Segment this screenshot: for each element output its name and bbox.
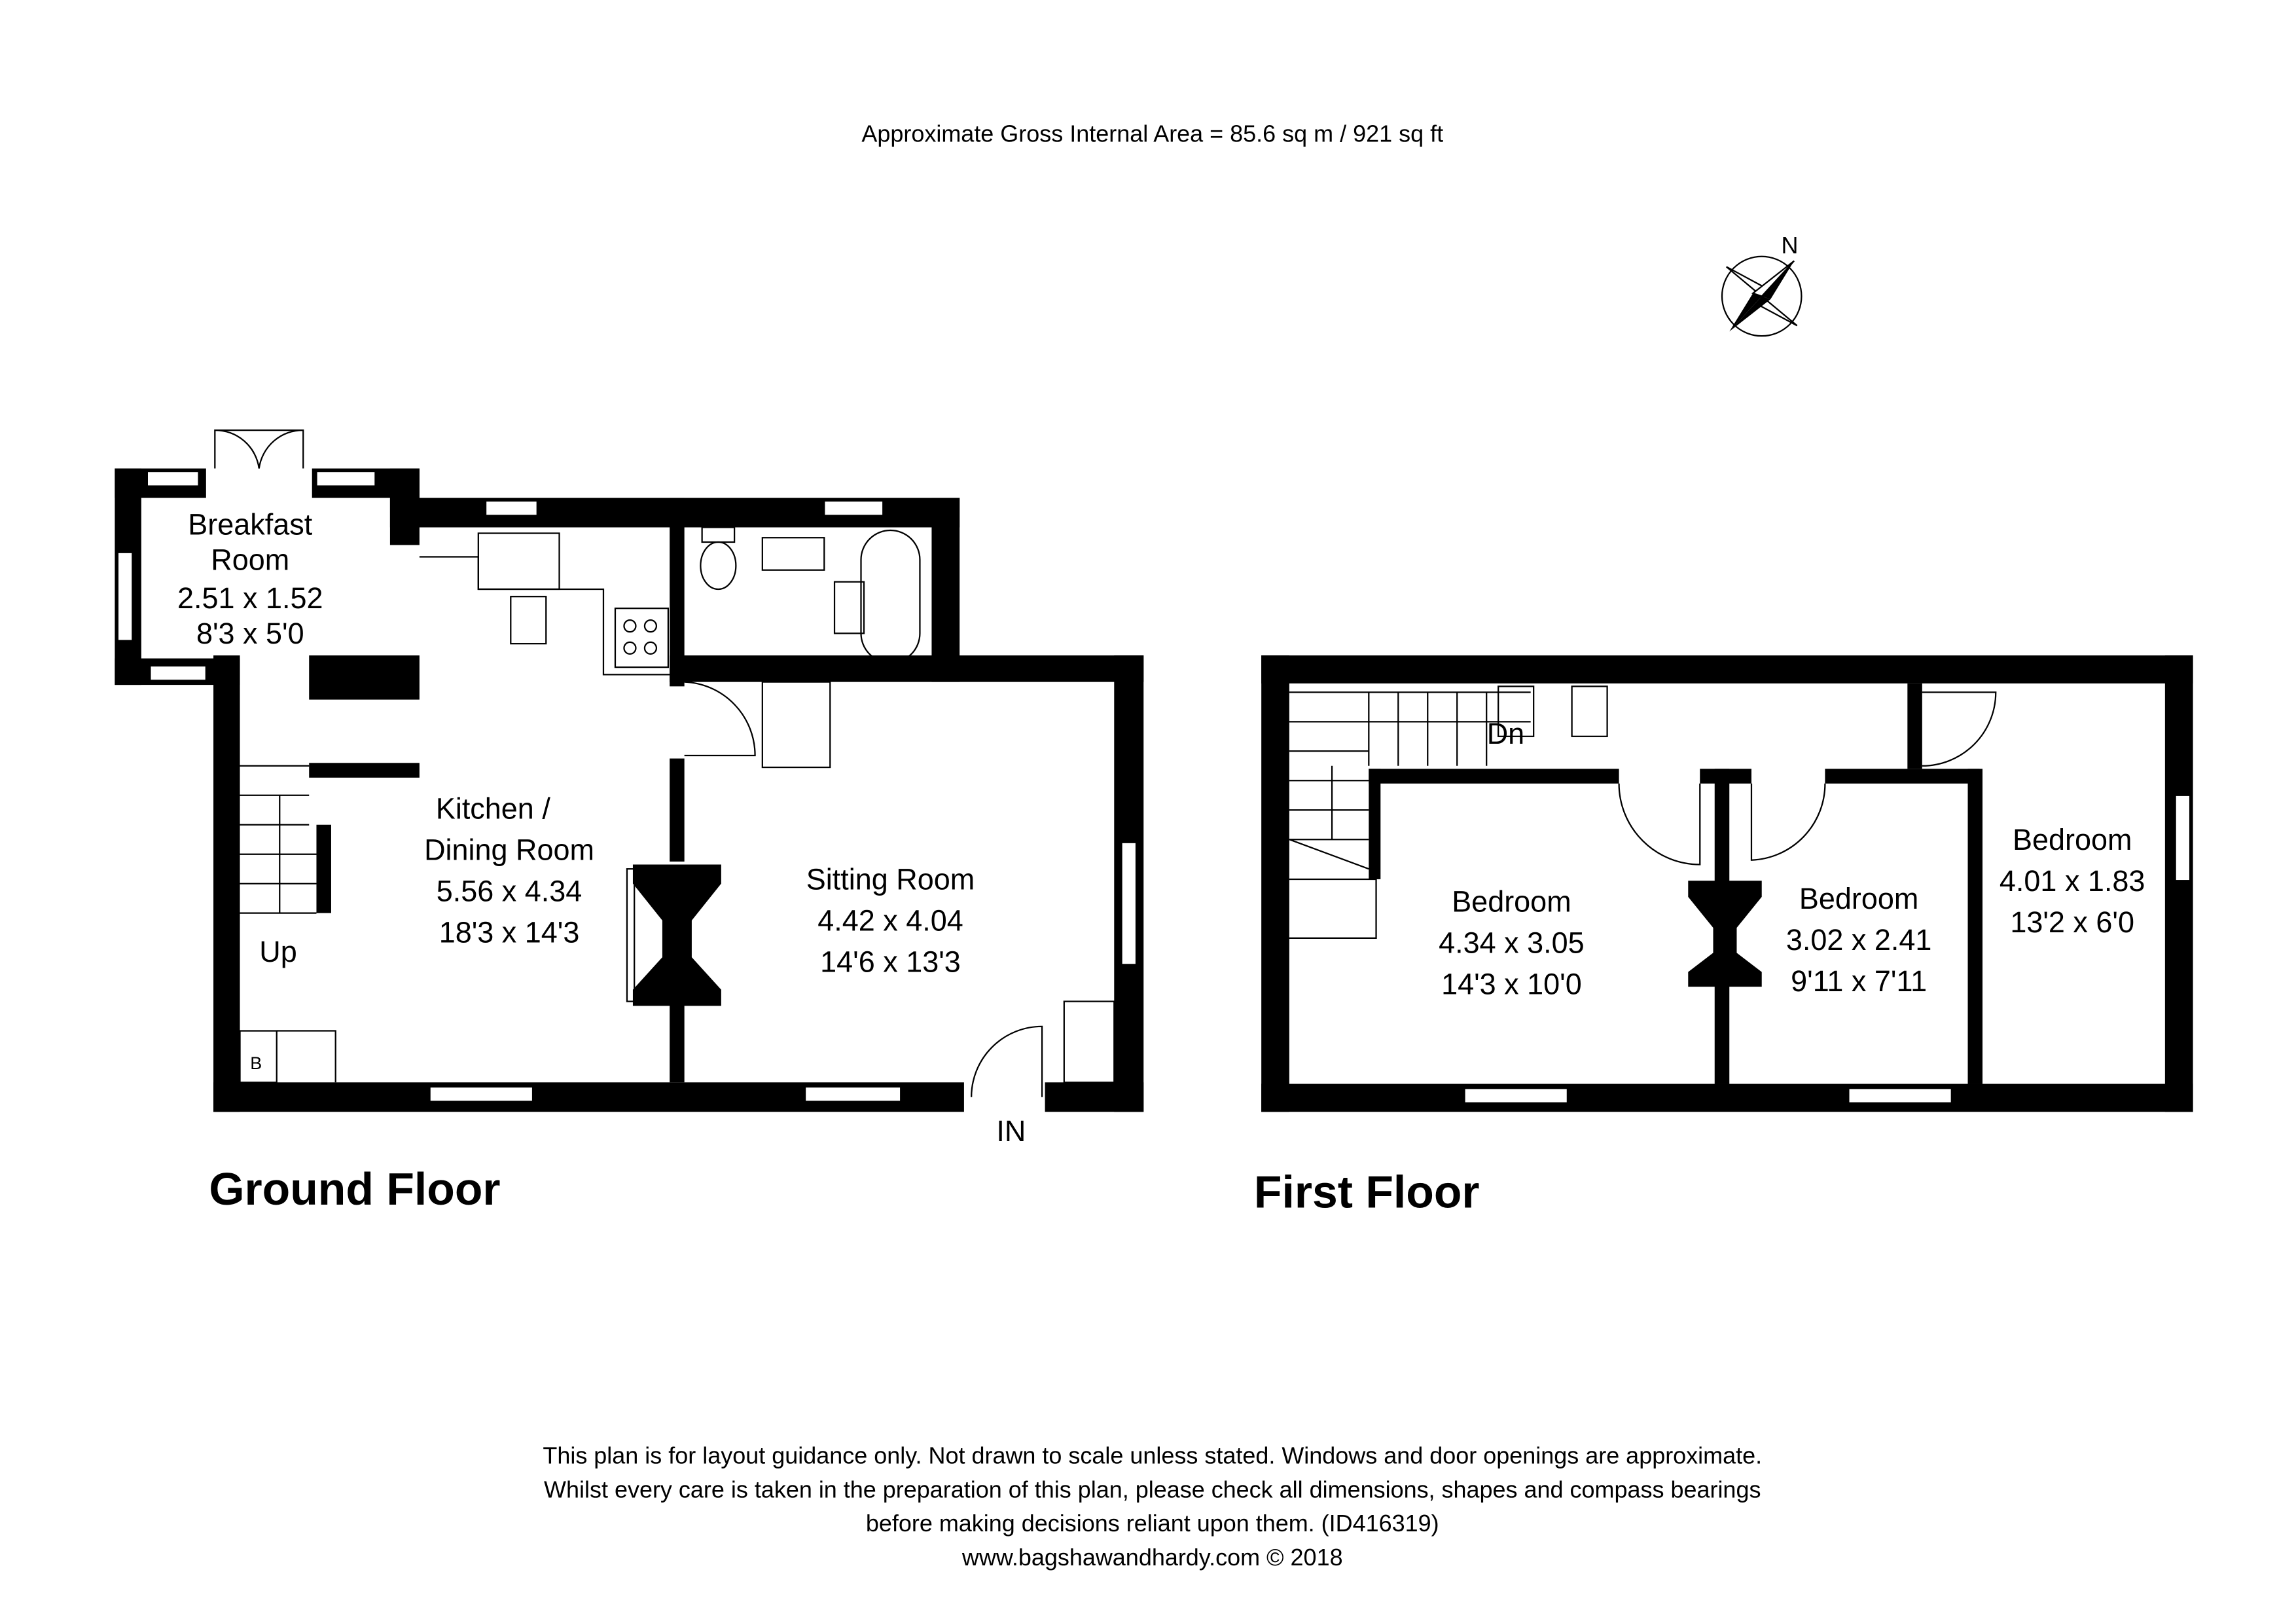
room-bedroom-1: Bedroom 4.34 x 3.05 14'3 x 10'0 (1439, 884, 1585, 1000)
svg-text:Sitting Room: Sitting Room (806, 863, 975, 896)
disclaimer: This plan is for layout guidance only. N… (543, 1442, 1762, 1571)
compass-icon (1721, 255, 1803, 337)
svg-text:9'11 x 7'11: 9'11 x 7'11 (1791, 964, 1927, 998)
svg-text:4.01 x 1.83: 4.01 x 1.83 (2000, 864, 2145, 898)
room-kitchen-dining: Kitchen / Dining Room 5.56 x 4.34 18'3 x… (424, 792, 594, 949)
ground-floor-title: Ground Floor (209, 1163, 500, 1214)
stairs-up-label: Up (259, 935, 297, 968)
svg-text:3.02 x 2.41: 3.02 x 2.41 (1786, 923, 1932, 957)
svg-text:Breakfast: Breakfast (188, 508, 312, 541)
entrance-label: IN (996, 1114, 1026, 1148)
svg-text:5.56 x 4.34: 5.56 x 4.34 (437, 875, 583, 908)
room-breakfast-room: Breakfast Room 2.51 x 1.52 8'3 x 5'0 (177, 508, 323, 650)
svg-text:13'2 x 6'0: 13'2 x 6'0 (2010, 905, 2134, 939)
svg-text:2.51 x 1.52: 2.51 x 1.52 (177, 581, 323, 615)
room-bedroom-2: Bedroom 3.02 x 2.41 9'11 x 7'11 (1786, 882, 1932, 998)
svg-text:Dining Room: Dining Room (424, 833, 594, 867)
svg-text:Bedroom: Bedroom (1799, 882, 1918, 915)
room-sitting-room: Sitting Room 4.42 x 4.04 14'6 x 13'3 (806, 863, 975, 979)
svg-text:4.34 x 3.05: 4.34 x 3.05 (1439, 926, 1585, 959)
first-floor-plan (1261, 655, 2193, 1112)
compass-north-label: N (1781, 232, 1798, 259)
svg-text:Kitchen /: Kitchen / (436, 792, 550, 826)
svg-text:Whilst every care is taken in: Whilst every care is taken in the prepar… (544, 1476, 1761, 1503)
svg-text:4.42 x 4.04: 4.42 x 4.04 (817, 904, 963, 938)
svg-text:This plan is for layout guidan: This plan is for layout guidance only. N… (543, 1442, 1762, 1469)
gross-area-text: Approximate Gross Internal Area = 85.6 s… (861, 120, 1443, 147)
boiler-label: B (250, 1053, 262, 1073)
stairs-down-label: Dn (1487, 717, 1525, 750)
room-bedroom-3: Bedroom 4.01 x 1.83 13'2 x 6'0 (2000, 823, 2145, 939)
svg-text:8'3 x 5'0: 8'3 x 5'0 (196, 617, 304, 650)
ground-floor-plan (115, 429, 1144, 1115)
svg-text:14'6 x 13'3: 14'6 x 13'3 (820, 945, 961, 979)
svg-text:Room: Room (211, 543, 289, 577)
svg-text:Bedroom: Bedroom (2013, 823, 2132, 856)
svg-text:Bedroom: Bedroom (1452, 884, 1571, 918)
website-copyright: www.bagshawandhardy.com © 2018 (961, 1544, 1343, 1571)
first-floor-title: First Floor (1254, 1166, 1480, 1217)
svg-text:18'3 x 14'3: 18'3 x 14'3 (439, 916, 580, 949)
svg-text:before making decisions relian: before making decisions reliant upon the… (866, 1510, 1439, 1537)
svg-text:14'3 x 10'0: 14'3 x 10'0 (1441, 967, 1582, 1000)
